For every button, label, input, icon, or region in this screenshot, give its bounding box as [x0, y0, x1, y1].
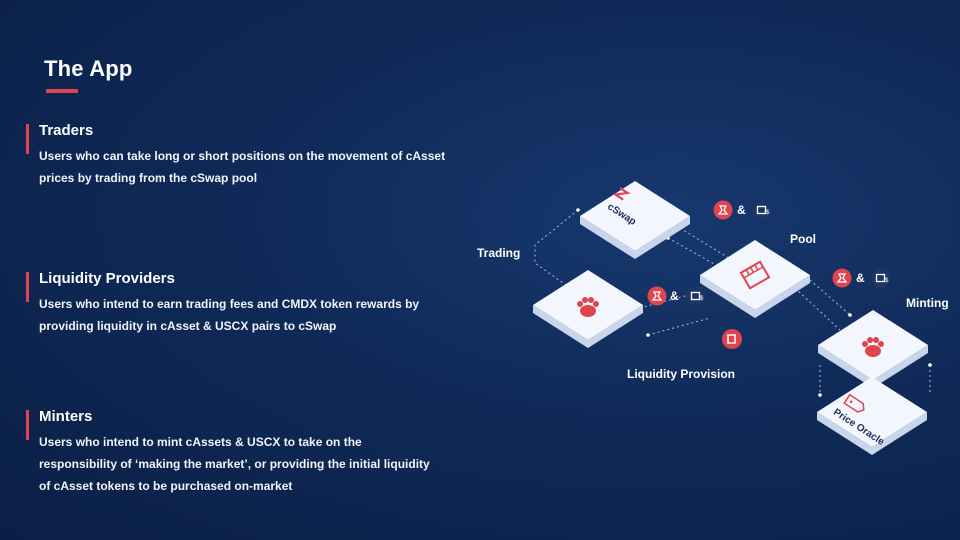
- paw-icon: [862, 337, 884, 357]
- price-oracle-platform: Price Oracle: [817, 377, 927, 455]
- app-flow-diagram: $ cSwap: [477, 181, 949, 455]
- uscx-token-icon: [870, 267, 892, 289]
- liquidity-provision-label: Liquidity Provision: [627, 367, 735, 381]
- title-underline: [46, 89, 78, 93]
- casset-token-icon: [831, 267, 853, 289]
- paw-icon: [577, 297, 599, 317]
- minting-platform: [818, 310, 928, 388]
- minting-label: Minting: [906, 296, 949, 310]
- section-accent-bar: [26, 124, 29, 154]
- casset-token-icon: [712, 199, 734, 221]
- section-description: Users who intend to mint cAssets & USCX …: [39, 435, 430, 493]
- token-pair-separator: &: [737, 203, 746, 217]
- section-minters: Minters Users who intend to mint cAssets…: [26, 408, 466, 497]
- section-traders: Traders Users who can take long or short…: [26, 122, 466, 189]
- flow-arrows: [534, 209, 931, 395]
- section-liquidity-providers: Liquidity Providers Users who intend to …: [26, 270, 466, 337]
- section-accent-bar: [26, 410, 29, 440]
- price-tag-icon: [843, 393, 865, 413]
- section-heading: Minters: [39, 408, 93, 425]
- token-pair-separator: &: [856, 271, 865, 285]
- token-pair-right: &: [831, 267, 892, 289]
- uscx-token-icon: [751, 199, 773, 221]
- pool-label: Pool: [790, 232, 816, 246]
- uscx-token-icon: [685, 285, 707, 307]
- token-pair-separator: &: [670, 289, 679, 303]
- cswap-platform: cSwap: [580, 181, 690, 259]
- token-pair-left: &: [646, 285, 707, 307]
- section-description: Users who intend to earn trading fees an…: [39, 297, 420, 333]
- pool-platform: [700, 240, 810, 318]
- section-accent-bar: [26, 272, 29, 302]
- casset-token-icon: [646, 285, 668, 307]
- section-description: Users who can take long or short positio…: [39, 149, 446, 185]
- trading-platform: [533, 270, 643, 348]
- token-pair-top: &: [712, 199, 773, 221]
- cmdx-token-icon: [722, 329, 742, 349]
- section-heading: Liquidity Providers: [39, 270, 175, 287]
- page-title: The App: [44, 56, 133, 81]
- shop-icon: [739, 260, 771, 290]
- section-heading: Traders: [39, 122, 94, 139]
- trading-label: Trading: [477, 246, 520, 260]
